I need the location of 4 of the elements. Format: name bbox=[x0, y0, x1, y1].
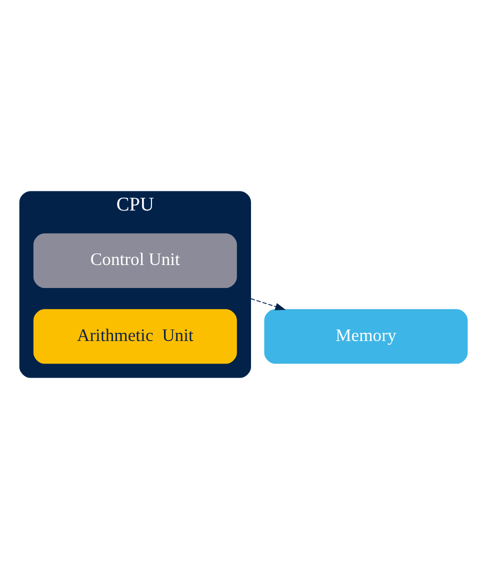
node-box: Arithmetic Unit bbox=[32, 308, 236, 364]
node-box: Memory bbox=[264, 308, 468, 364]
node-box: Control Unit bbox=[32, 232, 236, 288]
arrow bbox=[250, 298, 286, 310]
